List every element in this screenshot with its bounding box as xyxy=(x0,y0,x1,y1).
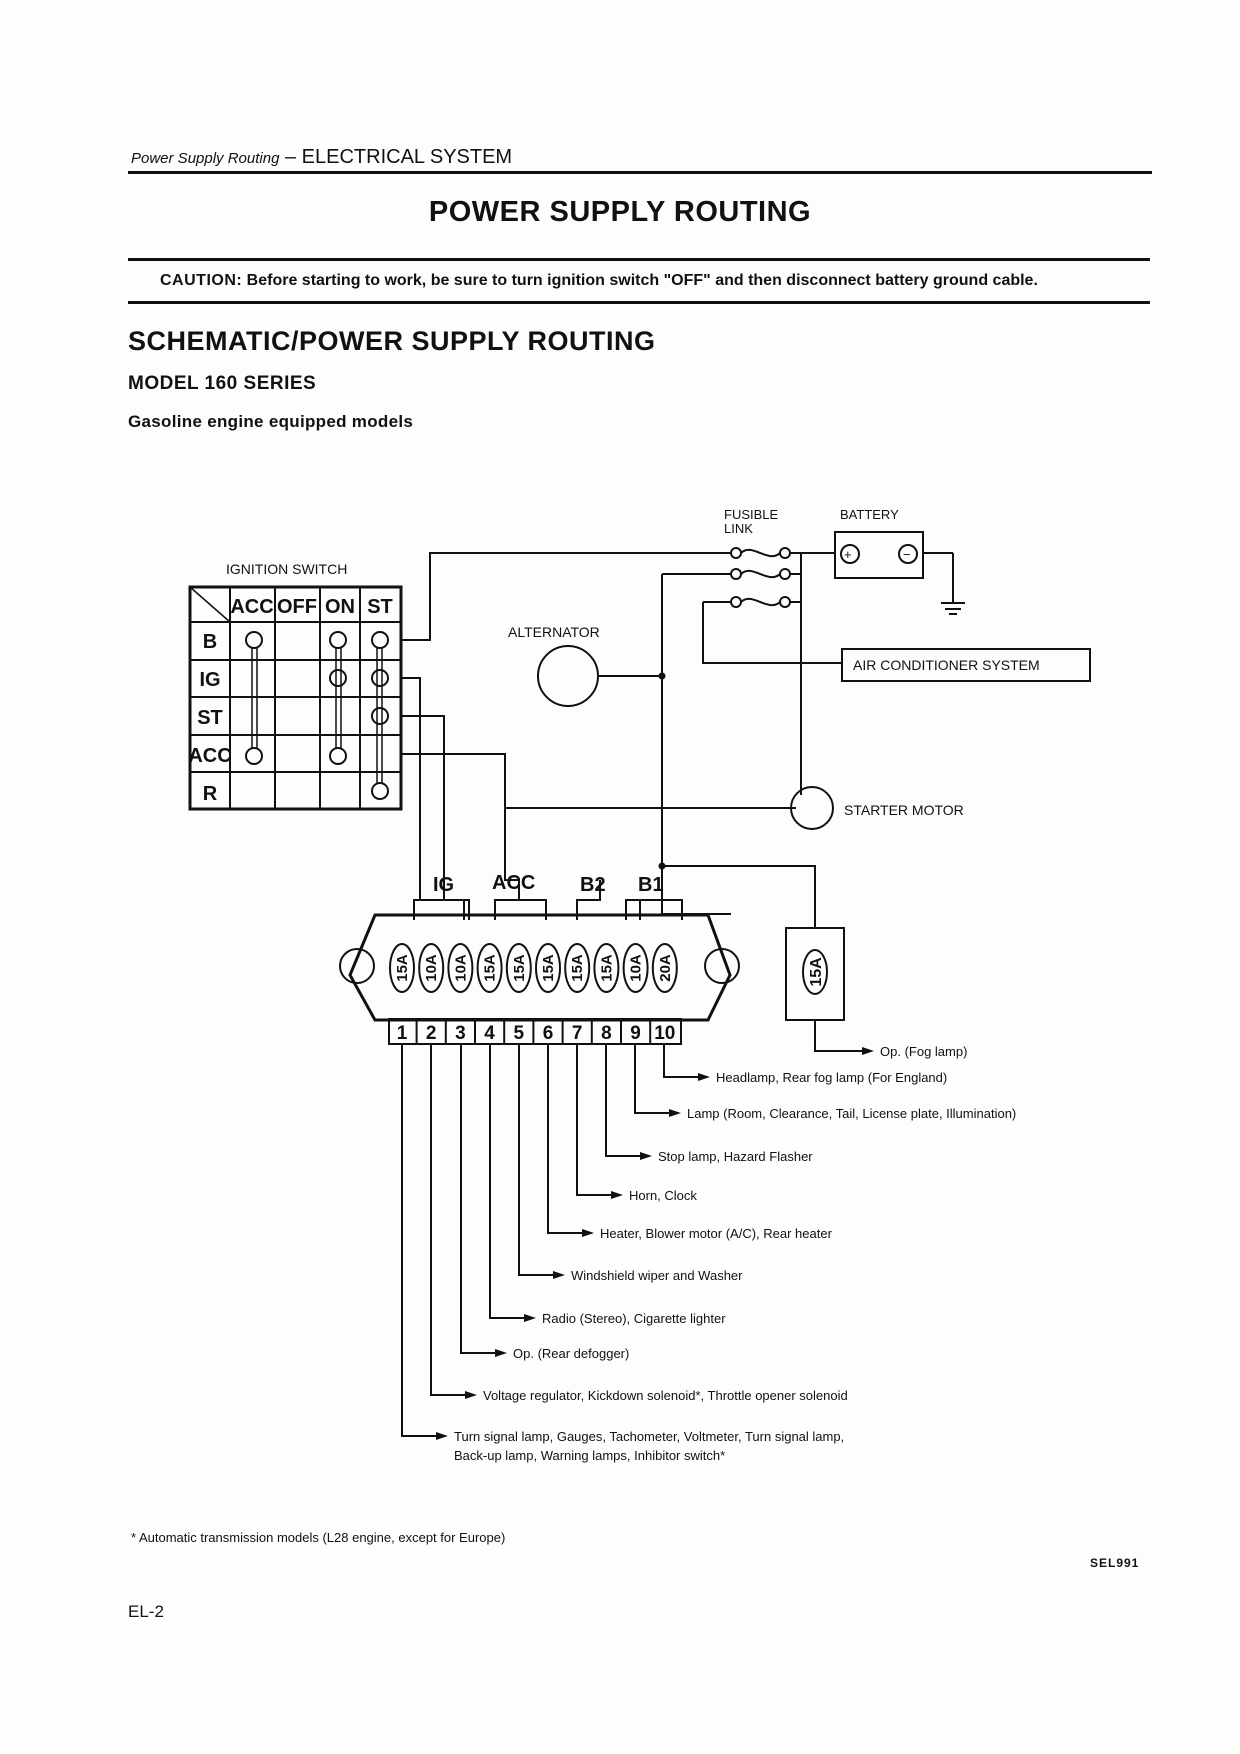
battery-symbol xyxy=(801,531,965,615)
fuse-1-number: 1 xyxy=(397,1023,408,1044)
switch-col-on: ON xyxy=(325,596,355,618)
fuse-9-number: 9 xyxy=(630,1023,641,1044)
fusible-link-label-1: FUSIBLE xyxy=(724,507,779,522)
fuse-8-number: 8 xyxy=(601,1023,612,1044)
output-fuse-1-line1: Turn signal lamp, Gauges, Tachometer, Vo… xyxy=(454,1429,844,1444)
engine-subheading: Gasoline engine equipped models xyxy=(128,412,414,431)
feed-label-b2: B2 xyxy=(580,874,606,896)
switch-col-acc: ACC xyxy=(230,596,273,618)
separate-fuse-oval xyxy=(802,949,828,995)
fuse-5-rating: 15A xyxy=(511,954,528,982)
starter-motor-symbol xyxy=(790,786,834,830)
feed-label-acc: ACC xyxy=(492,872,535,894)
fuse-4-oval xyxy=(476,943,503,993)
fuse-7-rating: 15A xyxy=(569,954,586,982)
switch-row-ig: IG xyxy=(199,669,220,691)
caution-notice: CAUTION: Before starting to work, be sur… xyxy=(160,272,1038,290)
switch-col-off: OFF xyxy=(277,596,317,618)
figure-id: SEL991 xyxy=(1090,1556,1140,1570)
output-arrowheads xyxy=(436,1047,874,1440)
switch-row-st: ST xyxy=(197,707,223,729)
fuse-1-oval xyxy=(389,943,415,993)
switch-row-b: B xyxy=(203,631,217,653)
output-fuse-8: Stop lamp, Hazard Flasher xyxy=(658,1149,813,1164)
running-head-topic: Power Supply Routing xyxy=(131,150,280,167)
running-head-section: ELECTRICAL SYSTEM xyxy=(301,146,513,168)
output-fuse-6: Heater, Blower motor (A/C), Rear heater xyxy=(600,1226,833,1241)
battery-label: BATTERY xyxy=(840,507,899,522)
output-fuse-3: Op. (Rear defogger) xyxy=(513,1346,629,1361)
fuse-4-number: 4 xyxy=(484,1023,495,1044)
running-head: Power Supply Routing – ELECTRICAL SYSTEM xyxy=(131,146,512,169)
fuse-10-oval xyxy=(651,943,678,993)
fuse-5-oval xyxy=(505,943,532,993)
fusible-link-label-2: LINK xyxy=(724,521,753,536)
page-number: EL-2 xyxy=(128,1602,164,1621)
output-fuse-1-line2: Back-up lamp, Warning lamps, Inhibitor s… xyxy=(454,1448,725,1463)
separate-fuse-rating: 15A xyxy=(808,957,825,987)
fuse-2-rating: 10A xyxy=(423,954,440,982)
battery-minus-label: − xyxy=(903,547,911,562)
output-fuse-9: Lamp (Room, Clearance, Tail, License pla… xyxy=(687,1106,1016,1121)
fuse-9-oval xyxy=(622,943,649,993)
fuse-6-rating: 15A xyxy=(540,954,557,982)
page-title: POWER SUPPLY ROUTING xyxy=(428,196,812,228)
switch-row-r: R xyxy=(203,783,218,805)
caution-rule-bottom xyxy=(128,301,1150,304)
air-conditioner-label: AIR CONDITIONER SYSTEM xyxy=(853,657,1040,673)
fuse-2-oval xyxy=(418,943,445,993)
caution-rule-top xyxy=(128,258,1150,261)
fuse-3-rating: 10A xyxy=(452,954,469,982)
starter-motor-label: STARTER MOTOR xyxy=(844,802,964,818)
fuse-10-number: 10 xyxy=(654,1023,675,1044)
fuse-2-number: 2 xyxy=(426,1023,437,1044)
output-fuse-7: Horn, Clock xyxy=(629,1188,697,1203)
model-heading: MODEL 160 SERIES xyxy=(128,373,317,394)
fuse-5-number: 5 xyxy=(514,1023,525,1044)
ignition-switch-table xyxy=(188,585,403,811)
feed-label-b1: B1 xyxy=(638,874,664,896)
battery-plus-label: + xyxy=(844,547,852,562)
fuse-8-oval xyxy=(593,943,620,993)
alternator-symbol xyxy=(537,645,599,707)
ignition-switch-label: IGNITION SWITCH xyxy=(226,561,347,577)
fuse-4-rating: 15A xyxy=(482,954,499,982)
switch-col-st: ST xyxy=(367,596,393,618)
section-title: SCHEMATIC/POWER SUPPLY ROUTING xyxy=(128,326,656,356)
fuse-8-rating: 15A xyxy=(598,954,615,982)
header-rule xyxy=(128,171,1152,174)
feed-label-ig: IG xyxy=(433,874,454,896)
fuse-6-number: 6 xyxy=(543,1023,554,1044)
alternator-label: ALTERNATOR xyxy=(508,624,600,640)
fuse-10-rating: 20A xyxy=(657,954,674,982)
output-fuse-2: Voltage regulator, Kickdown solenoid*, T… xyxy=(483,1388,848,1403)
fuse-7-number: 7 xyxy=(572,1023,583,1044)
running-head-separator: – xyxy=(279,146,302,168)
air-conditioner-box xyxy=(841,648,1091,682)
fuse-7-oval xyxy=(564,943,591,993)
switch-row-acc: ACC xyxy=(188,745,231,767)
fuse-block xyxy=(339,913,740,1045)
fuse-3-number: 3 xyxy=(455,1023,466,1044)
caution-label: CAUTION: xyxy=(160,272,243,289)
fuse-1-rating: 15A xyxy=(394,954,411,982)
fuse-9-rating: 10A xyxy=(628,954,645,982)
fuse-6-oval xyxy=(535,943,561,993)
footnote: * Automatic transmission models (L28 eng… xyxy=(131,1530,506,1545)
output-fuse-5: Windshield wiper and Washer xyxy=(571,1268,743,1283)
fusible-link-group xyxy=(730,547,802,608)
output-fuse-10: Headlamp, Rear fog lamp (For England) xyxy=(716,1070,947,1085)
caution-text: Before starting to work, be sure to turn… xyxy=(242,272,1038,289)
output-fuse-4: Radio (Stereo), Cigarette lighter xyxy=(542,1311,726,1326)
output-fog-lamp: Op. (Fog lamp) xyxy=(880,1044,967,1059)
fuse-3-oval xyxy=(447,943,474,993)
